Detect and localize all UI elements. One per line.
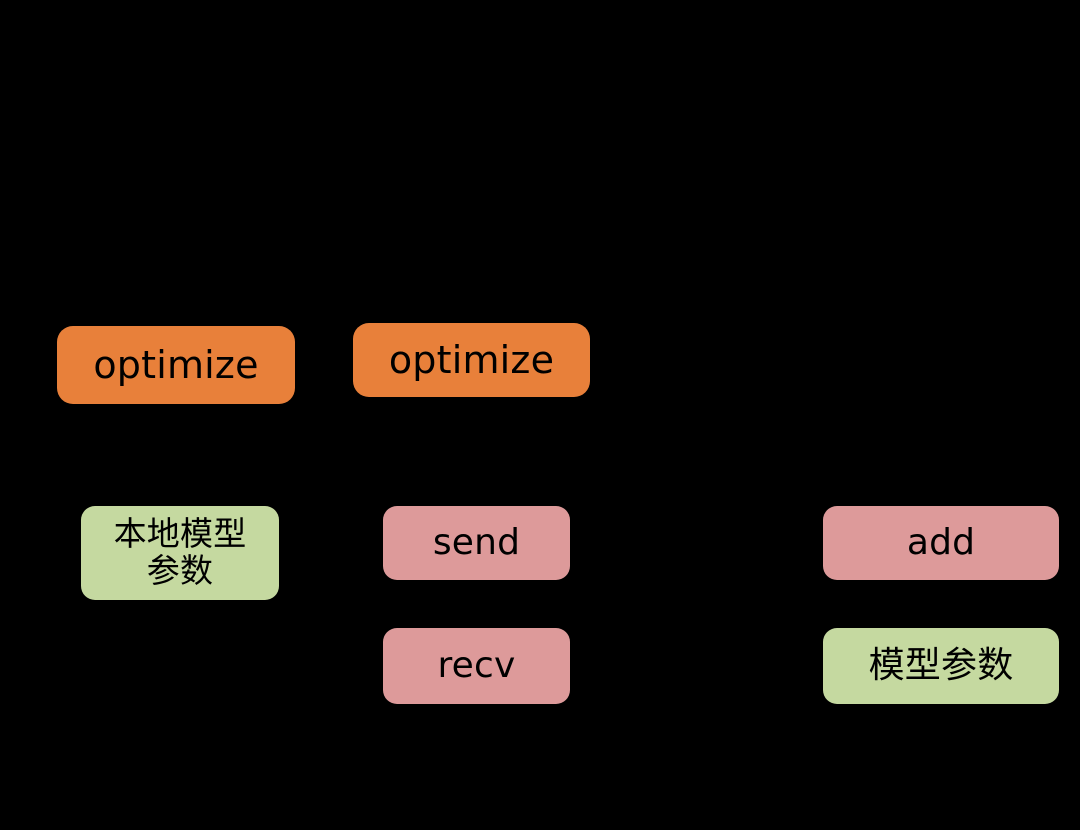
node-local-model-parameters[interactable]: 本地模型 参数 bbox=[81, 506, 279, 600]
node-optimize-left[interactable]: optimize bbox=[57, 326, 295, 404]
node-model-parameters[interactable]: 模型参数 bbox=[823, 628, 1059, 704]
node-send[interactable]: send bbox=[383, 506, 570, 580]
node-optimize-right[interactable]: optimize bbox=[353, 323, 590, 397]
node-add[interactable]: add bbox=[823, 506, 1059, 580]
node-recv[interactable]: recv bbox=[383, 628, 570, 704]
